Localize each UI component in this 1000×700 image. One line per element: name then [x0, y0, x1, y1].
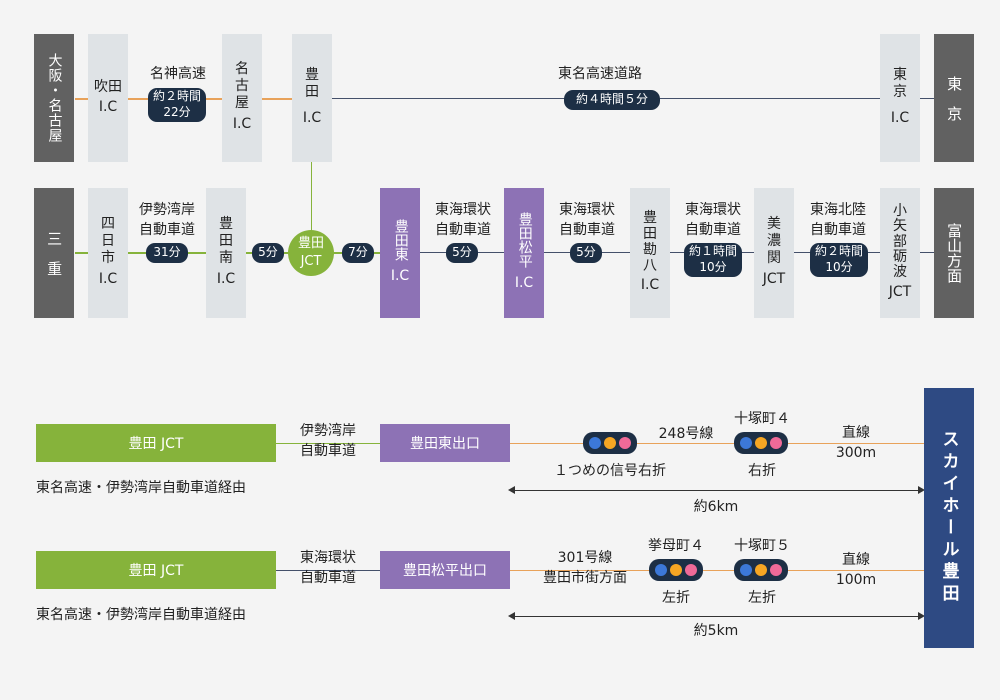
route1-start: 豊田 JCT: [36, 424, 276, 462]
route2-road2: 301号線 豊田市街方面: [543, 550, 627, 587]
route1-straight: 直線 300m: [835, 425, 877, 462]
route2-line-b: [510, 570, 924, 571]
dest-tokyo: 東 京: [934, 34, 974, 162]
route1-exit: 豊田東出口: [380, 424, 510, 462]
signal-orange-light: [604, 437, 616, 449]
oyabe-tonami-jct: 小 矢 部 砺 波 JCT: [880, 188, 920, 318]
yokkaichi-ic: 四 日 市 I.C: [88, 188, 128, 318]
destination-sky-hall-toyota: スカイホール豊田: [924, 388, 974, 648]
origin-osaka-nagoya: 大阪・名古屋: [34, 34, 74, 162]
dest-toyama: 富山方面: [934, 188, 974, 318]
route2-start: 豊田 JCT: [36, 551, 276, 589]
tokaihokuriku-label: 東海北陸 自動車道: [810, 202, 866, 239]
route2-signal-1-name: 挙母町４: [648, 538, 704, 554]
signal-pink-light: [619, 437, 631, 449]
row1-connector: [262, 98, 292, 100]
route1-distance: 約6km: [693, 499, 739, 515]
route1-signal-2: [734, 432, 788, 454]
tokaikanjo-label-1: 東海環状 自動車道: [435, 202, 491, 239]
signal-orange-light: [755, 437, 767, 449]
meishin-label: 名神高速: [150, 66, 206, 82]
suita-ic: 吹田 I.C: [88, 34, 128, 162]
meishin-time-pill: 約２時間 22分: [148, 88, 206, 122]
signal-orange-light: [670, 564, 682, 576]
signal-pink-light: [770, 437, 782, 449]
time-5c: 5分: [570, 243, 602, 263]
route1-signal-1: [583, 432, 637, 454]
signal-blue-light: [740, 437, 752, 449]
tokyo-connector: [918, 98, 934, 99]
tokyo-ic: 東 京 I.C: [880, 34, 920, 162]
time-7: 7分: [342, 243, 374, 263]
isewangan-label: 伊勢湾岸 自動車道: [139, 202, 195, 239]
tokaikanjo-label-3: 東海環状 自動車道: [685, 202, 741, 239]
time-5b: 5分: [446, 243, 478, 263]
time-31: 31分: [146, 243, 188, 263]
nagoya-ic: 名 古 屋 I.C: [222, 34, 262, 162]
route1-distance-arrow: [514, 490, 920, 491]
arrow-left-icon: [508, 486, 515, 494]
route1-line-b: [510, 443, 924, 444]
toyama-connector: [918, 252, 934, 253]
toyota-ic: 豊 田 I.C: [292, 34, 332, 162]
time-1h10: 約１時間 10分: [684, 243, 742, 277]
route2-signal-2-name: 十塚町５: [734, 538, 790, 554]
origin-mie: 三 重: [34, 188, 74, 318]
route1-signal-2-label: 右折: [748, 463, 776, 479]
route2-via: 東名高速・伊勢湾岸自動車道経由: [36, 607, 246, 623]
signal-blue-light: [655, 564, 667, 576]
route2-signal-1: [649, 559, 703, 581]
toyotaminami-ic: 豊 田 南 I.C: [206, 188, 246, 318]
tomei-time-pill: 約４時間５分: [564, 90, 660, 110]
route2-distance-arrow: [514, 616, 920, 617]
arrow-right-icon: [918, 486, 925, 494]
signal-pink-light: [770, 564, 782, 576]
route2-exit: 豊田松平出口: [380, 551, 510, 589]
signal-orange-light: [755, 564, 767, 576]
isewangan-line: [75, 252, 315, 254]
signal-blue-light: [589, 437, 601, 449]
route1-line-a: [276, 443, 380, 444]
tokaikanjo-label-2: 東海環状 自動車道: [559, 202, 615, 239]
minoseki-jct: 美 濃 関 JCT: [754, 188, 794, 318]
vertical-link: [311, 162, 312, 232]
toyotamatsudaira-ic: 豊田松平 I.C: [504, 188, 544, 318]
route2-signal-2: [734, 559, 788, 581]
arrow-left-icon: [508, 612, 515, 620]
route2-road: 東海環状 自動車道: [300, 550, 356, 587]
arrow-right-icon: [918, 612, 925, 620]
route1-signal-1-label: １つめの信号右折: [554, 463, 666, 479]
route1-via: 東名高速・伊勢湾岸自動車道経由: [36, 480, 246, 496]
route1-road: 伊勢湾岸 自動車道: [300, 423, 356, 460]
toyota-jct: 豊田 JCT: [288, 230, 334, 276]
signal-pink-light: [685, 564, 697, 576]
route2-signal-2-label: 左折: [748, 590, 776, 606]
kanhachi-ic: 豊 田 勘 八 I.C: [630, 188, 670, 318]
signal-blue-light: [740, 564, 752, 576]
toyotahigashi-ic: 豊田東 I.C: [380, 188, 420, 318]
time-5a: 5分: [252, 243, 284, 263]
route2-signal-1-label: 左折: [662, 590, 690, 606]
route2-straight: 直線 100m: [835, 552, 877, 589]
route1-road2: 248号線: [658, 426, 714, 442]
time-2h10: 約２時間 10分: [810, 243, 868, 277]
route2-line-a: [276, 570, 380, 571]
route2-distance: 約5km: [693, 623, 739, 639]
route1-signal-2-name: 十塚町４: [734, 411, 790, 427]
tomei-label: 東名高速道路: [558, 66, 642, 82]
